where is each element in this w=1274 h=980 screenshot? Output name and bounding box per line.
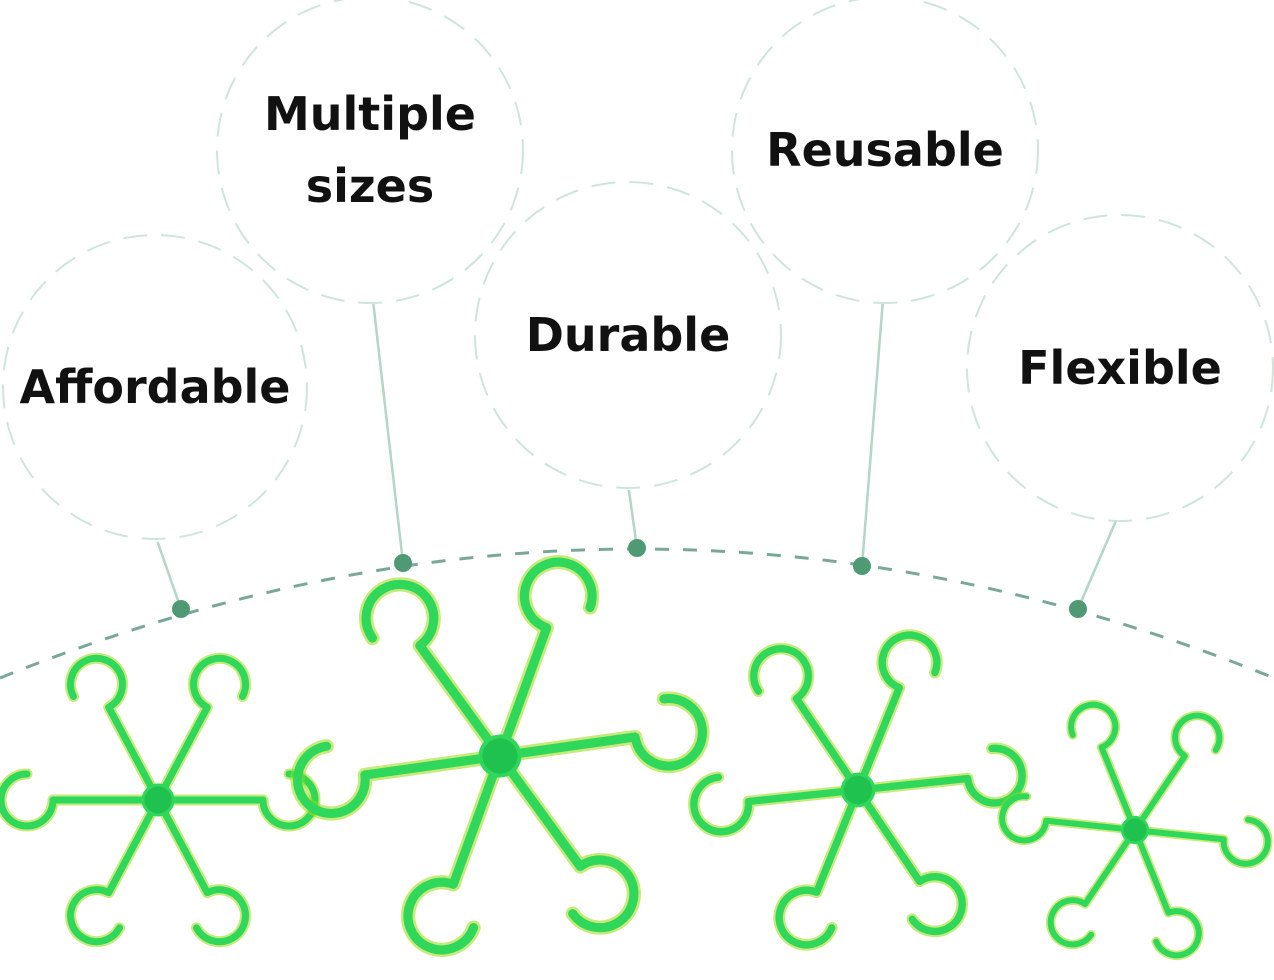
- feature-bubble-durable: Durable: [474, 181, 782, 489]
- feature-label-durable: Durable: [526, 308, 731, 362]
- hook-arm: [154, 770, 319, 830]
- hook-hub: [141, 783, 175, 817]
- hook-hub: [1120, 815, 1150, 845]
- feature-bubble-affordable: Affordable: [2, 234, 308, 540]
- hook-arm: [1047, 827, 1138, 948]
- hook-arm: [495, 751, 639, 933]
- hook-arm: [495, 557, 597, 761]
- hook-arm: [1068, 701, 1138, 833]
- plant-hook-1: [0, 652, 321, 948]
- bubble-outline-reusable: [731, 0, 1039, 304]
- hook-arm: [66, 654, 162, 804]
- bubble-outline-flexible: [966, 214, 1274, 522]
- product-hooks: [0, 555, 1273, 961]
- hook-hub: [840, 772, 876, 808]
- feature-bubble-flexible: Flexible: [966, 214, 1274, 522]
- feature-label-multiple-sizes-line-1: Multiple: [264, 87, 476, 141]
- hook-arm-edge: [1046, 825, 1140, 950]
- plant-hook-2: [290, 555, 710, 957]
- feature-label-reusable: Reusable: [766, 123, 1004, 177]
- hook-arm: [403, 751, 505, 955]
- hook-arm: [0, 770, 162, 830]
- bubble-outline-multiple-sizes: [216, 0, 524, 304]
- arc-dot-affordable: [172, 600, 190, 618]
- hook-arm: [67, 796, 162, 946]
- hook-arm: [154, 654, 250, 804]
- hook-arm: [154, 796, 249, 946]
- connector-line-flexible: [1076, 520, 1117, 610]
- feature-label-affordable: Affordable: [19, 360, 290, 414]
- arc-dot-durable: [628, 539, 646, 557]
- arc-dot-multiple-sizes: [394, 554, 412, 572]
- hook-arm: [293, 741, 505, 819]
- plant-hook-4: [997, 700, 1273, 961]
- hook-arm-edge: [852, 784, 968, 938]
- hook-arm: [775, 786, 862, 949]
- hook-arm: [495, 693, 707, 771]
- hook-arm-edge: [492, 748, 641, 935]
- connectors: [156, 302, 1117, 618]
- hook-arm: [361, 579, 505, 761]
- hook-arm: [854, 786, 966, 936]
- feature-label-flexible: Flexible: [1018, 341, 1222, 395]
- arc-dot-reusable: [853, 557, 871, 575]
- bubble-outline-affordable: [2, 234, 308, 540]
- connector-line-reusable: [860, 302, 884, 567]
- bubble-outline-durable: [474, 181, 782, 489]
- hook-hub: [478, 734, 522, 778]
- hook-arm: [1132, 827, 1202, 959]
- feature-bubble-multiple-sizes: Multiple sizes: [216, 0, 524, 304]
- hook-arm: [1132, 712, 1223, 833]
- hook-arm: [999, 793, 1138, 844]
- hook-arm: [690, 773, 862, 836]
- connector-line-multiple-sizes: [372, 302, 405, 564]
- connector-line-durable: [627, 489, 639, 549]
- connector-line-affordable: [156, 541, 183, 610]
- hook-arm: [1132, 816, 1271, 867]
- hook-arm: [750, 645, 862, 794]
- arc-dot-flexible: [1069, 600, 1087, 618]
- hook-arm: [854, 631, 941, 794]
- plant-hook-3: [688, 629, 1028, 951]
- feature-bubble-reusable: Reusable: [731, 0, 1039, 304]
- feature-label-multiple-sizes-line-2: sizes: [306, 159, 435, 213]
